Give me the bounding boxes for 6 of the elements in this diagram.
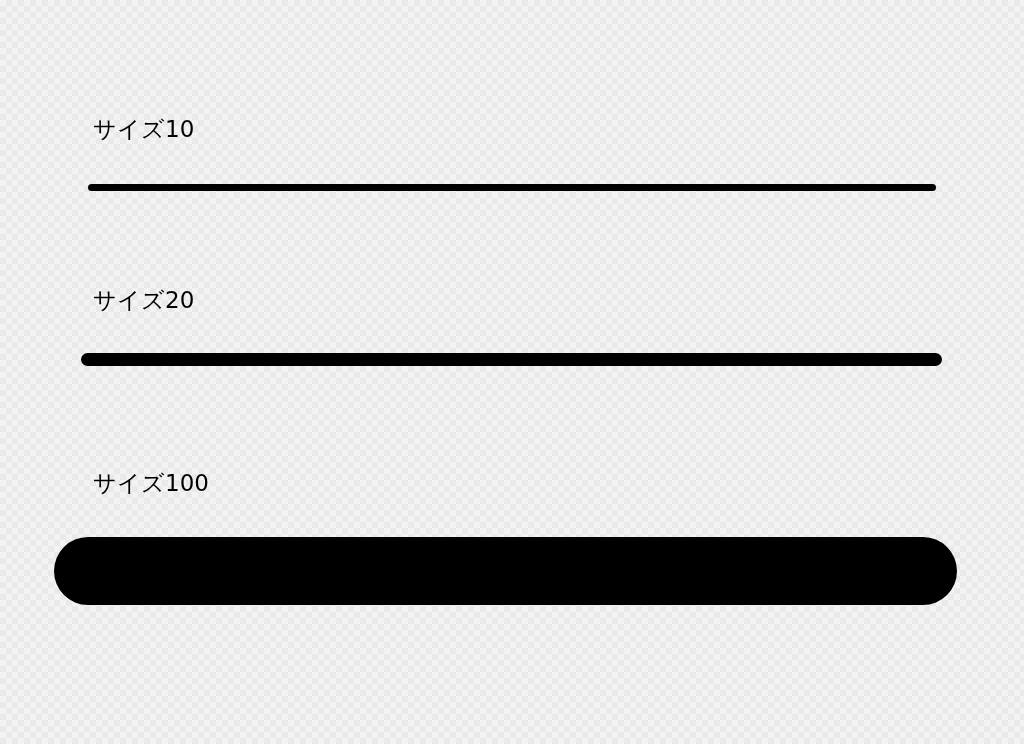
- size-label: サイズ10: [93, 115, 195, 144]
- stroke-sample: [81, 353, 942, 366]
- stroke-sample: [54, 537, 957, 605]
- size-label: サイズ20: [93, 286, 195, 315]
- size-label: サイズ100: [93, 469, 209, 498]
- stroke-sample: [88, 184, 936, 191]
